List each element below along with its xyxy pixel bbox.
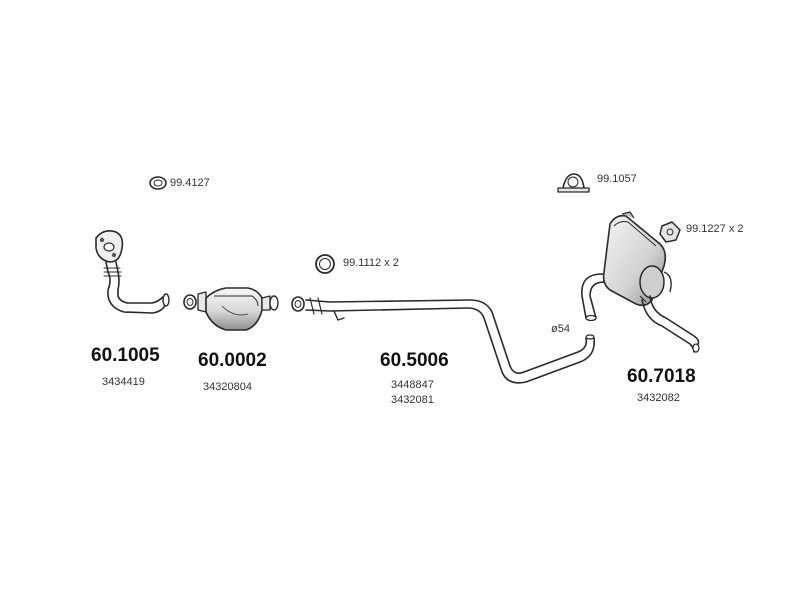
part-number-front-pipe: 60.1005 (91, 345, 160, 366)
catalyst-drawing (183, 287, 279, 331)
mount-99-1227-icon (659, 221, 681, 243)
oem-number-middle-pipe-1: 3448847 (391, 379, 434, 391)
accessory-label-ring: 99.1112 x 2 (343, 257, 399, 269)
oem-number-rear-muffler: 3432082 (637, 392, 680, 404)
oem-number-front-pipe: 3434419 (102, 376, 145, 388)
part-number-catalyst: 60.0002 (198, 350, 267, 371)
part-number-middle-pipe: 60.5006 (380, 350, 449, 371)
accessory-label-mount: 99.1227 x 2 (686, 223, 744, 235)
clamp-99-1057-icon (557, 173, 590, 193)
gasket-99-4127-icon (149, 176, 167, 190)
oem-number-middle-pipe-2: 3432081 (391, 394, 434, 406)
accessory-label-gasket: 99.4127 (170, 177, 210, 189)
oem-number-catalyst: 34320804 (203, 381, 252, 393)
part-number-rear-muffler: 60.7018 (627, 366, 696, 387)
front-pipe-drawing (95, 230, 170, 314)
ring-99-1112-icon (315, 254, 335, 274)
accessory-label-clamp: 99.1057 (597, 173, 637, 185)
middle-pipe-drawing (291, 296, 596, 384)
rear-muffler-drawing (581, 211, 700, 353)
pipe-diameter-label: ø54 (551, 323, 570, 335)
